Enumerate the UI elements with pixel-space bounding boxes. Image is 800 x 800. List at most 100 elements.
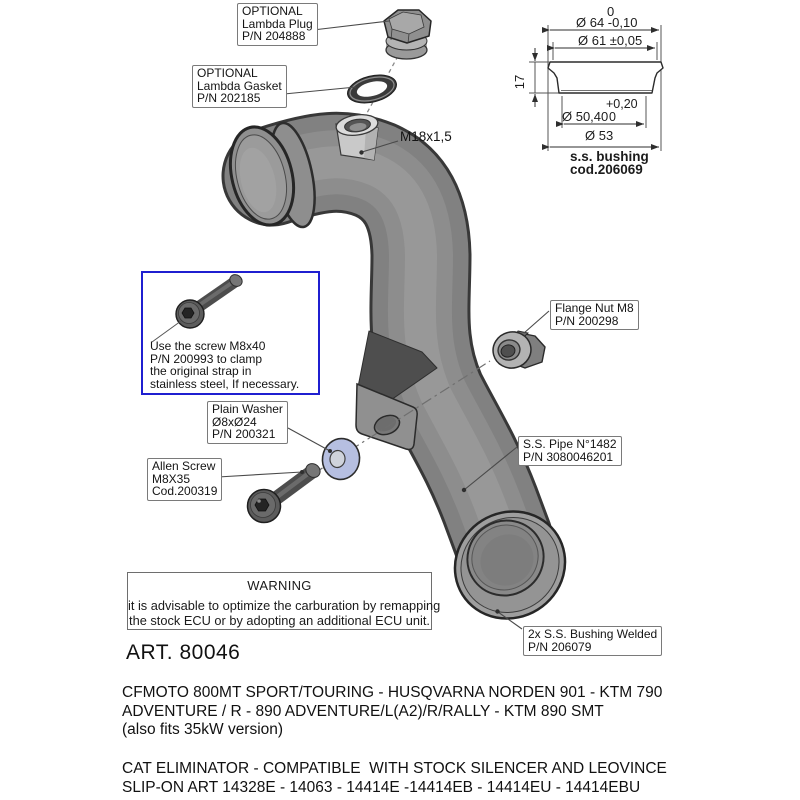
warning-line: the stock ECU or by adopting an addition… [129,613,430,628]
callout-line: P/N 200321 [212,427,276,442]
leader-lines [217,20,550,630]
nut-hole [500,344,516,358]
screw-hex-socket [254,498,270,512]
label-thread-size: M18x1,5 [400,129,452,144]
leader-allen-screw [217,471,303,478]
pipe-highlight [256,146,519,556]
leader-lambda-plug [312,20,390,31]
clamp-note-text: Use the screw M8x40 P/N 200993 to clamp … [150,340,299,390]
leader-lambda-gasket [283,86,357,95]
leader-dot-bushing [495,609,500,614]
clamp-screw-part [151,274,243,343]
leader-ss-pipe [463,446,518,491]
bolt-axis-dashdot-line [276,360,491,498]
clamp-screw-tip [229,274,243,287]
leader-dot-screw [300,470,304,474]
screw-socket-glint [257,499,261,503]
dim-61: Ø 61 ±0,05 [578,33,642,48]
fitment-line: CFMOTO 800MT SPORT/TOURING - HUSQVARNA N… [122,684,663,701]
bushing-dimension-drawing: 0 Ø 64 -0,10 Ø 61 ±0,05 17 +0,20 0 Ø 50,… [512,4,664,177]
fitment-line: (also fits 35kW version) [122,721,284,739]
gasket-bevel [349,76,395,102]
dim-5040-tol-zero: 0 [609,110,616,124]
callout-line: OPTIONAL [242,4,303,18]
washer-hole [329,449,346,469]
clamp-note-box: Use the screw M8x40 P/N 200993 to clamp … [141,271,320,395]
lambda-plug-part [383,9,432,60]
lambda-gasket-part [347,74,397,104]
callout-line: S.S. Pipe N°1482 [523,437,617,451]
leader-flange-nut [523,310,550,334]
pipe-outlet-flare [453,510,567,620]
screw-tip-face [305,463,321,478]
lambda-bung [335,114,379,161]
warning-body: it is advisable to optimize the carburat… [128,598,440,628]
pipe-inlet-flange [228,121,316,229]
bushing-caption-name: s.s. bushing [570,149,649,164]
callout-line: Plain Washer [212,402,283,416]
callout-line: Allen Screw [152,459,216,473]
fitment-line: ADVENTURE / R - 890 ADVENTURE/L(A2)/R/RA… [122,702,604,720]
dim-17: 17 [512,75,527,89]
dim-5040: Ø 50,40 [562,109,608,124]
compatibility-line: SLIP-ON ART 14328E - 14063 - 14414E -144… [122,778,641,796]
leader-dots [300,150,500,614]
leader-dot-thread [359,150,364,155]
dimension-lines [532,27,659,150]
callout-line: Lambda Gasket [197,78,282,93]
main-pipe-body [221,111,554,591]
callout-line: Lambda Plug [242,16,313,31]
bushing-caption-code: cod.206069 [570,162,643,177]
leader-plain-washer [287,427,331,452]
callout-line: 2x S.S. Bushing Welded [528,627,658,641]
article-number: ART. 80046 [126,641,241,664]
callout-line: P/N 200298 [555,313,619,328]
plain-washer-part [321,437,361,481]
compatibility-text: CAT ELIMINATOR - COMPATIBLE WITH STOCK S… [122,760,667,797]
callout-line: P/N 206079 [528,639,592,654]
outlet-bore-shadow [480,534,534,586]
allen-screw-part [246,463,321,524]
gasket-hole [356,81,388,97]
callout-lambda-gasket: OPTIONAL Lambda Gasket P/N 202185 [192,65,287,108]
clamp-note-pointer-line [151,320,182,343]
bung-bore-inner [349,123,367,131]
callout-line: Ø8xØ24 [212,414,257,429]
clamp-screw-socket [181,307,195,319]
note-line: P/N 200993 to clamp [150,351,263,366]
bracket-gusset [357,330,438,410]
note-line: the original strap in [150,364,252,379]
leader-dot-washer [328,449,332,453]
note-line: Use the screw M8x40 [150,339,266,354]
bung-shade [364,127,378,160]
flange-nut-part [492,330,546,369]
callout-line: Flange Nut M8 [555,301,634,315]
callout-allen-screw: Allen Screw M8X35 Cod.200319 [147,458,223,501]
callout-bushing-welded: 2x S.S. Bushing Welded P/N 206079 [523,626,663,657]
callout-plain-washer: Plain Washer Ø8xØ24 P/N 200321 [207,401,288,444]
clamp-screw-highlight [196,278,238,308]
bracket-hole-inner [375,416,397,432]
dim-64: Ø 64 -0,10 [576,15,637,30]
leader-dot-ss-pipe [461,487,467,493]
plug-edge-line [407,33,410,44]
callout-flange-nut: Flange Nut M8 P/N 200298 [550,300,639,331]
warning-title: WARNING [247,578,312,593]
callout-line: P/N 3080046201 [523,449,614,464]
callout-ss-pipe: S.S. Pipe N°1482 P/N 3080046201 [518,436,622,467]
callout-line: M8X35 [152,471,191,486]
plug-edge-line [390,28,393,41]
dim-64-tolerance: 0 [607,4,614,19]
note-line: stainless steel, If necessary. [150,376,300,391]
compatibility-line: CAT ELIMINATOR - COMPATIBLE WITH STOCK S… [122,760,667,777]
callout-line: P/N 202185 [197,91,261,106]
bushing-profile [547,61,664,94]
leader-thread [361,140,399,153]
inlet-face-sheen [239,147,277,213]
dim-5040-tol-plus: +0,20 [606,97,638,111]
callout-line: P/N 204888 [242,29,306,44]
callout-line: OPTIONAL [197,66,258,80]
leader-bushing-welded [497,611,523,630]
